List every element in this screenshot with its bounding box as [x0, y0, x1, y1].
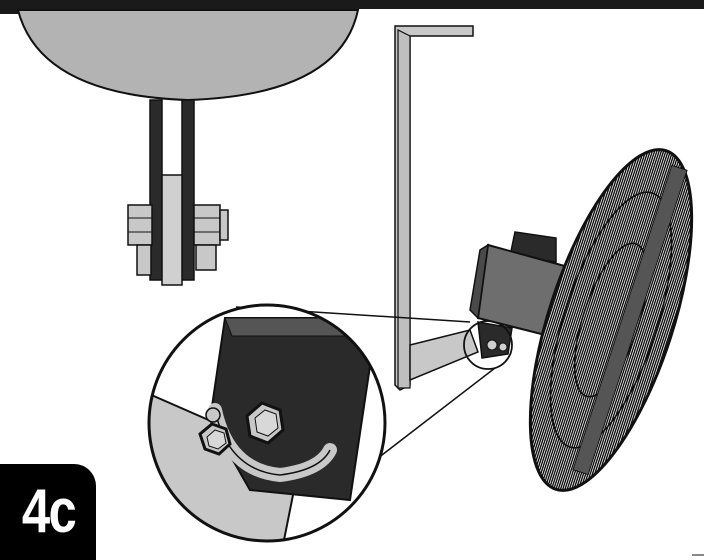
guard-wire — [535, 157, 638, 467]
guard-wire — [530, 208, 594, 400]
guard-wire — [628, 240, 692, 432]
guard-wire — [542, 150, 651, 480]
bracket-icon — [394, 25, 479, 391]
guard-wire — [561, 153, 673, 491]
guard-wire — [559, 152, 671, 491]
guard-wire — [645, 275, 687, 400]
guard-wire — [535, 240, 577, 365]
hanging-bracket — [127, 99, 229, 286]
step-label: 4c — [21, 477, 76, 546]
guard-wire — [633, 250, 691, 423]
guard-wire — [530, 201, 599, 409]
guard-wire — [652, 294, 683, 383]
guard-wire — [603, 198, 692, 465]
guard-wire — [547, 149, 659, 486]
guard-wire — [607, 204, 692, 461]
guard-wire — [551, 149, 663, 488]
guard-wire — [539, 152, 646, 476]
guard-wire — [531, 217, 589, 390]
guard-wire — [600, 193, 691, 469]
guard-wire — [638, 261, 689, 413]
guard-wire — [563, 154, 675, 491]
guard-wire — [593, 184, 690, 476]
guard-wire — [539, 257, 570, 346]
ceiling-dome — [16, 9, 360, 102]
guard-wire — [596, 189, 691, 472]
guard-wire — [530, 179, 615, 436]
guard-wire — [530, 175, 619, 442]
guard-wire — [533, 227, 584, 379]
guard-ring — [573, 242, 649, 398]
guard-wire — [549, 149, 661, 487]
bolt-icon — [127, 204, 229, 276]
guard-wire — [541, 151, 649, 478]
guard-wire — [555, 150, 667, 490]
hex-nut-icon — [198, 401, 285, 456]
fan-guard-icon — [528, 148, 694, 492]
guard-wire — [615, 216, 693, 451]
guard-wire — [611, 210, 693, 457]
guard-wire — [537, 155, 641, 470]
guard-wire — [557, 151, 669, 491]
guard-ring — [549, 191, 673, 449]
guard-wire — [529, 183, 611, 430]
fan-mount-plate — [477, 321, 513, 359]
guard-wire — [553, 149, 665, 489]
guard-wire — [545, 149, 656, 484]
guard-wire — [544, 150, 654, 482]
guard-wire — [532, 164, 629, 456]
guard-wire — [538, 154, 643, 473]
guard-wire — [529, 189, 607, 424]
step-badge: 4c — [0, 464, 96, 560]
magnifier-callout-icon — [147, 303, 387, 543]
guard-wire — [531, 168, 626, 451]
guard-wire — [623, 231, 692, 439]
guard-wire — [531, 171, 622, 447]
